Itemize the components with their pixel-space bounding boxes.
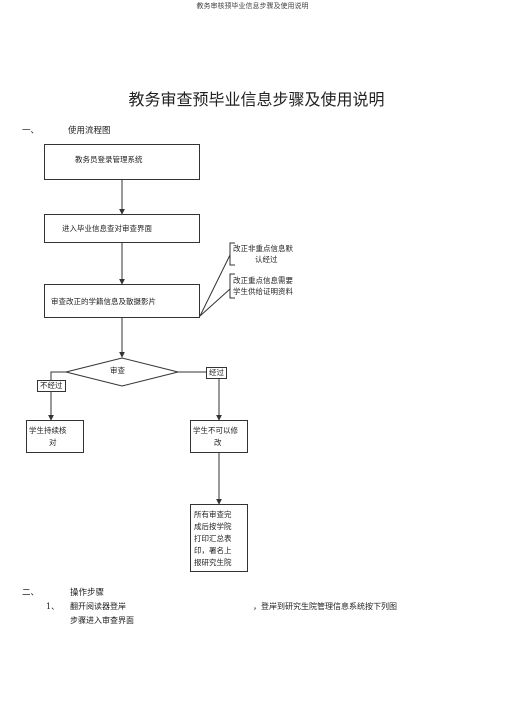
flow-box-review-text: 审查改正的学籍信息及散摄影片 [51,297,156,306]
note-nonkey-line2: 认经过 [255,255,278,264]
flow-box-final-line4: 印，署名上 [194,546,232,555]
step1-number: 1、 [46,602,60,611]
section2-title: 操作步骤 [70,588,105,598]
arrow-fail-to-student [48,371,66,421]
flow-box-student-recheck: 学生持续核 对 [26,420,84,453]
note-key-line1: 改正重点信息需要 [233,276,293,285]
step1-text-c: 步骤进入审查界面 [70,616,134,625]
flow-box-enter-text: 进入毕业信息查对审查界面 [62,224,152,233]
flow-box-student-line2: 对 [49,438,57,447]
decision-diamond [65,357,179,387]
flow-box-final-line2: 成后按学院 [194,522,232,531]
flow-box-enter: 进入毕业信息查对审查界面 [44,214,200,243]
flow-box-nomod-line2: 改 [214,438,222,447]
flow-box-no-modify: 学生不可以修 改 [190,420,248,453]
callout-bracket-2 [229,273,235,299]
flow-box-final-line1: 所有审查完 [194,510,232,519]
flow-box-final-line5: 报研究生院 [194,558,232,567]
callout-bracket-1 [229,242,235,266]
flow-box-login-text: 教务员登录管理系统 [75,155,143,164]
flow-box-final: 所有审查完 成后按学院 打印汇总表 印，署名上 报研究生院 [190,504,248,572]
callout-line-2 [199,288,231,317]
flow-box-student-line1: 学生持续核 [29,426,67,435]
flow-box-nomod-line1: 学生不可以修 [193,426,238,435]
step1-text-b: ，登岸到研究生院管理信息系统按下列图 [253,602,397,611]
decision-label: 审查 [110,366,125,375]
running-header: 教务审核预毕业信息步骤及使用说明 [196,2,309,10]
flow-box-final-line3: 打印汇总表 [194,534,232,543]
step1-text-a: 翻开阅读器登岸 [70,602,126,611]
label-pass: 经过 [206,367,227,379]
note-nonkey-line1: 改正非重点信息默 [233,244,293,253]
document-title: 教务审查预毕业信息步骤及使用说明 [128,90,385,109]
section2-number: 二、 [22,588,40,598]
arrow-pass-to-nomod [178,371,222,421]
callout-line-1 [199,254,231,317]
note-key-line2: 学生供给证明资料 [233,287,293,296]
flow-box-login: 教务员登录管理系统 [44,144,200,180]
section1-title: 使用流程图 [68,126,111,136]
label-fail: 不经过 [37,380,66,392]
flow-box-review: 审查改正的学籍信息及散摄影片 [44,284,200,318]
section1-number: 一、 [22,126,40,136]
